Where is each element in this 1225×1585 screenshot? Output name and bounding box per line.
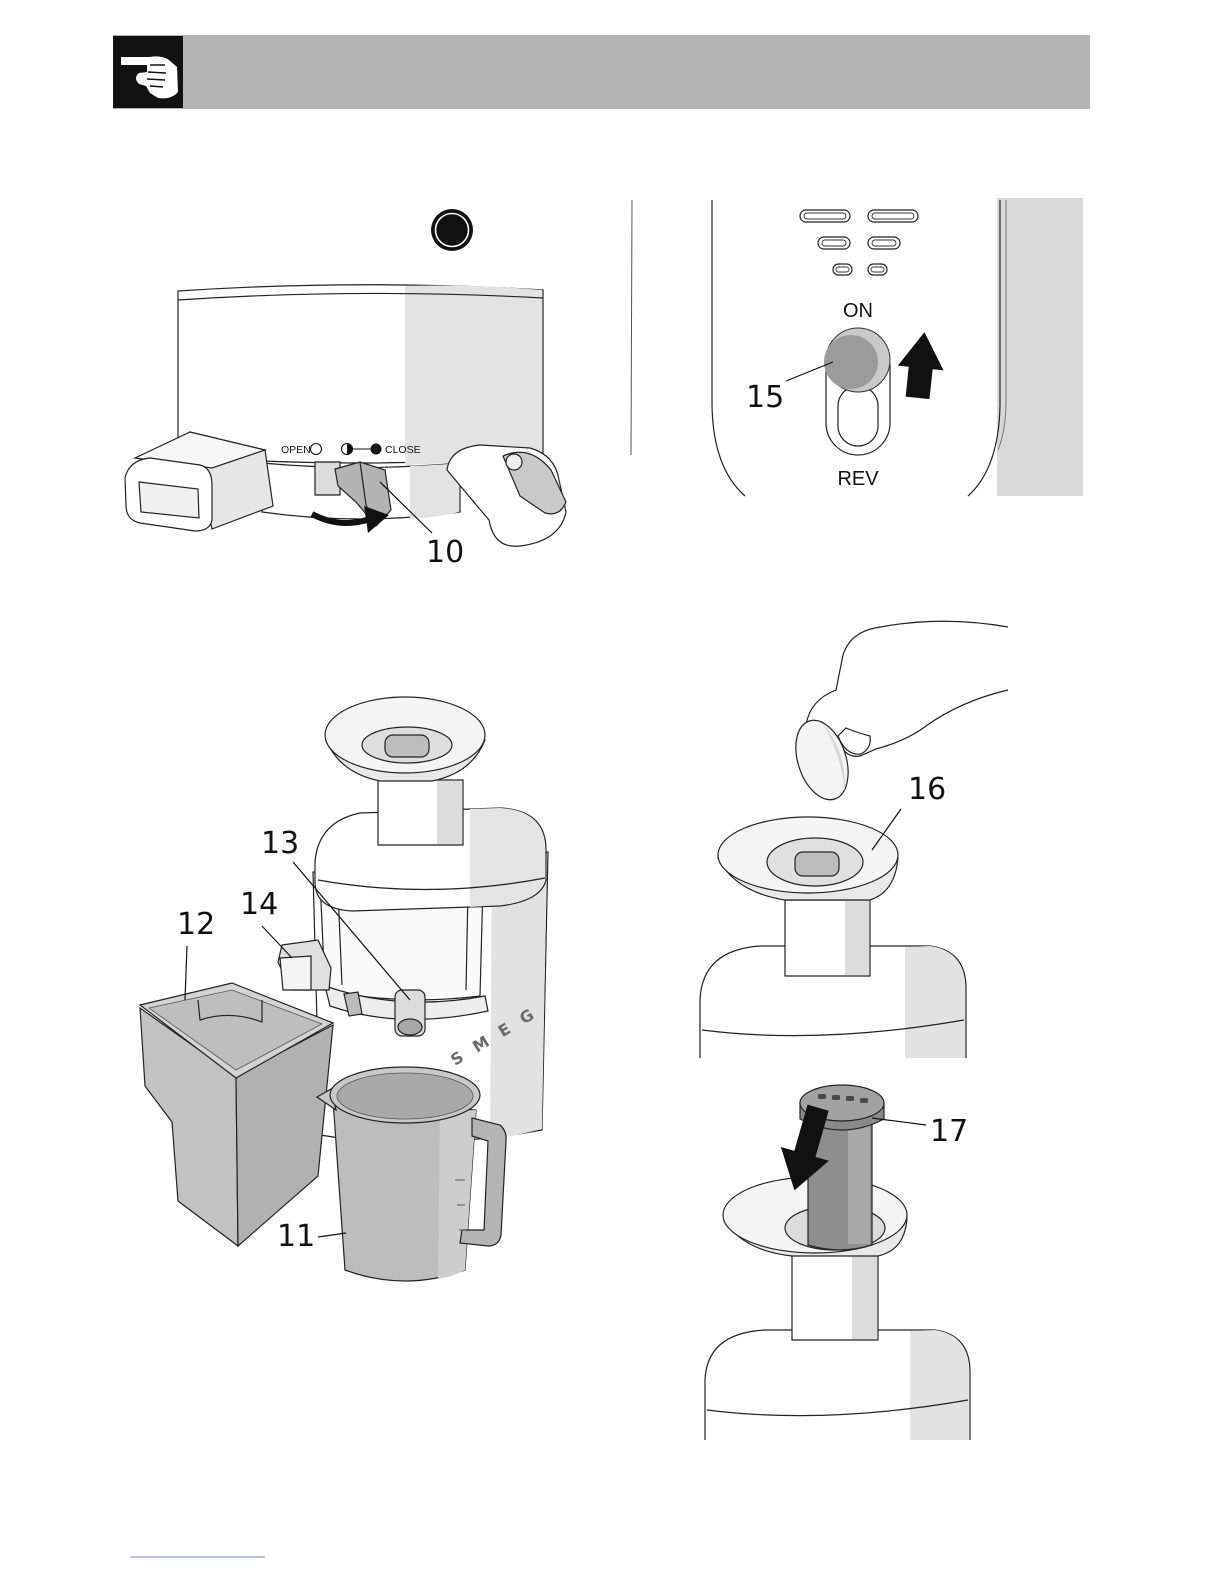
callout-17: 17 bbox=[930, 1114, 968, 1149]
figure-assembly: SMEG 13 14 12 11 bbox=[140, 697, 549, 1281]
header-bar bbox=[113, 35, 1090, 109]
half-open-indicator-icon bbox=[342, 444, 353, 455]
callout-line-11 bbox=[318, 1233, 346, 1237]
rev-label: REV bbox=[837, 468, 879, 490]
callout-line-12 bbox=[185, 946, 187, 1000]
close-indicator-icon bbox=[371, 444, 382, 455]
figure-feeding: 16 bbox=[700, 621, 1008, 1058]
callout-16: 16 bbox=[908, 772, 946, 807]
callout-15: 15 bbox=[746, 380, 784, 415]
figure-divider bbox=[631, 200, 632, 455]
open-label: OPEN bbox=[281, 444, 311, 456]
on-label: ON bbox=[843, 300, 873, 322]
header-background bbox=[113, 35, 1090, 109]
pulp-spout bbox=[125, 432, 273, 531]
callout-14: 14 bbox=[240, 887, 278, 922]
callout-13: 13 bbox=[261, 826, 299, 861]
pointing-hand-icon bbox=[113, 36, 183, 108]
figure-power-switch: ON REV 15 bbox=[712, 198, 1083, 496]
callout-11: 11 bbox=[277, 1219, 315, 1254]
close-label: CLOSE bbox=[385, 444, 421, 456]
callout-12: 12 bbox=[177, 907, 215, 942]
step-bullet-icon bbox=[431, 209, 473, 251]
open-indicator-icon bbox=[311, 444, 322, 455]
juice-spout-cap bbox=[447, 445, 566, 546]
arrow-up-icon bbox=[895, 330, 948, 400]
side-panel-shade bbox=[997, 198, 1083, 496]
hand-with-fruit bbox=[787, 621, 1008, 806]
figure-spout-selector: OPEN CLOSE 10 bbox=[125, 209, 566, 570]
power-switch-knob bbox=[824, 328, 890, 392]
callout-10: 10 bbox=[426, 535, 464, 570]
vent-slots bbox=[800, 210, 918, 275]
pulp-container bbox=[140, 983, 333, 1246]
callout-line-14 bbox=[262, 926, 292, 958]
juice-jug bbox=[317, 1067, 506, 1281]
figure-pusher: 17 bbox=[705, 1085, 970, 1440]
feed-hopper-16 bbox=[700, 817, 966, 1058]
